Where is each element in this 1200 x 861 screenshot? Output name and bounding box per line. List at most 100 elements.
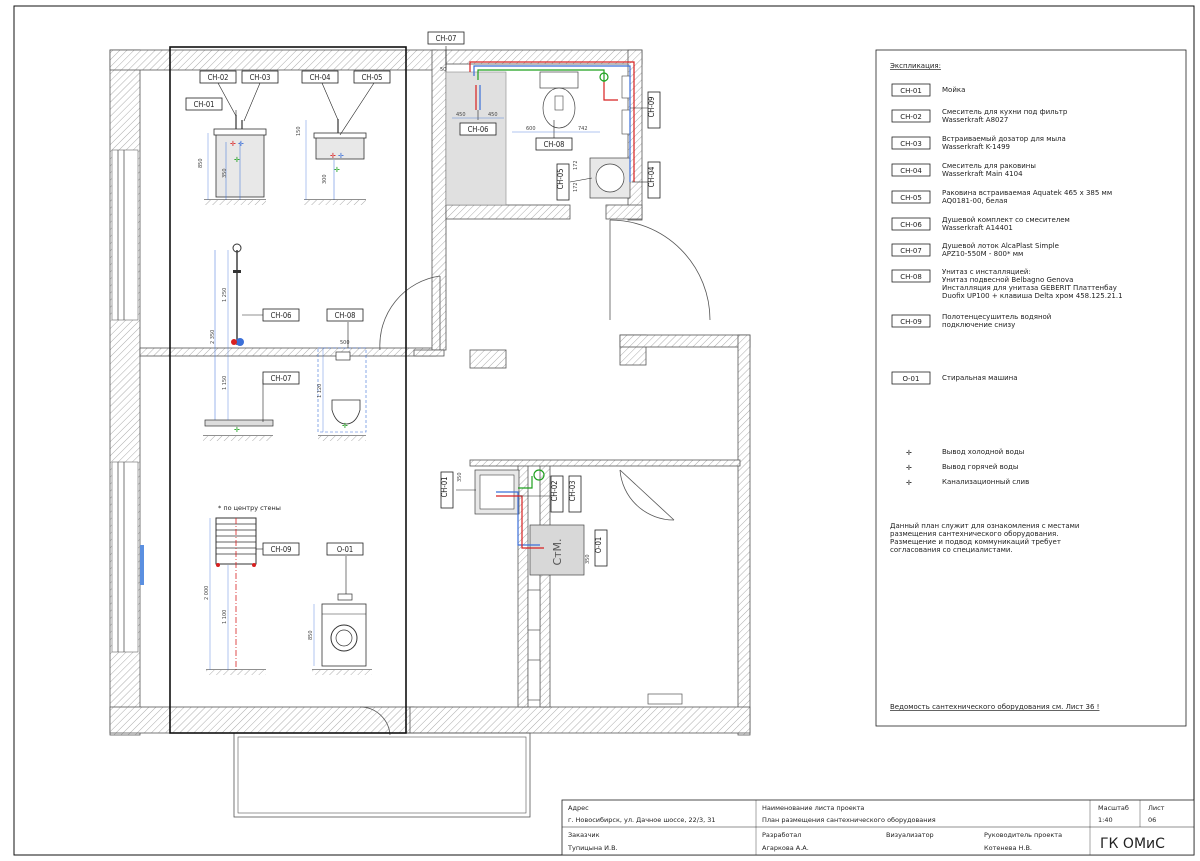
svg-text:СН-01: СН-01	[440, 477, 449, 498]
tag-ch08-plan: СН-08	[535, 137, 573, 151]
legend-code: СН-03	[900, 140, 922, 148]
dimension-labels: 850 350 150 300 1 250 2 350 1 150 1 120 …	[198, 67, 591, 640]
legend-code-box	[891, 269, 931, 283]
legend-symbols: ✛Вывод холодной воды✛Вывод горячей воды✛…	[906, 448, 1029, 487]
tag-ch03-plan: СН-03	[568, 475, 582, 513]
svg-text:О-01: О-01	[594, 537, 603, 553]
svg-text:450: 450	[456, 112, 466, 118]
svg-text:СН-08: СН-08	[335, 311, 356, 320]
tag-ch06-plan: СН-06	[459, 122, 497, 136]
svg-text:850: 850	[308, 630, 314, 640]
wm-label: СтМ.	[551, 538, 564, 565]
legend-note-line: согласования со специалистами.	[890, 546, 1013, 554]
svg-text:СН-07: СН-07	[436, 34, 457, 43]
tag-ch04-elev: СН-04	[301, 70, 339, 84]
legend-code: СН-02	[900, 113, 922, 121]
tag-ch07-plan: СН-07	[427, 31, 465, 45]
tag-ch06-elev: СН-06	[262, 308, 300, 322]
svg-text:✛: ✛	[230, 140, 236, 148]
tag-ch01-plan: СН-01	[440, 471, 454, 509]
legend-code-box	[891, 83, 931, 97]
customer-label: Заказчик	[568, 831, 600, 839]
address-value: г. Новосибирск, ул. Дачное шоссе, 22/3, …	[568, 816, 716, 824]
legend-note: Данный план служит для ознакомления с ме…	[890, 522, 1079, 554]
developer-label: Разработал	[762, 831, 801, 839]
elevation-toilet: ✛	[317, 347, 367, 441]
legend-description: подключение снизу	[942, 321, 1015, 329]
svg-text:172: 172	[573, 182, 579, 192]
legend-code: СН-09	[900, 318, 922, 326]
tag-ch03-elev: СН-03	[241, 70, 279, 84]
legend-description: Стиральная машина	[942, 374, 1018, 382]
legend-code: СН-07	[900, 247, 922, 255]
legend-symbol: ✛ Канализационный слив	[906, 478, 1029, 487]
svg-text:1 150: 1 150	[222, 376, 228, 390]
svg-text:СН-09: СН-09	[271, 545, 292, 554]
legend-description: Wasserkraft K-1499	[942, 143, 1010, 151]
customer-value: Тупицына И.В.	[567, 844, 618, 852]
tag-ch05-plan: СН-05	[556, 163, 570, 201]
title-block: Адрес г. Новосибирск, ул. Дачное шоссе, …	[561, 799, 1195, 856]
svg-text:СН-03: СН-03	[568, 481, 577, 502]
legend-description: Wasserkraft Main 4104	[942, 170, 1023, 178]
svg-text:СН-02: СН-02	[208, 73, 229, 82]
legend-code-box	[891, 371, 931, 385]
legend-code-box	[891, 163, 931, 177]
tag-o01-plan: О-01	[594, 529, 608, 567]
svg-text:СН-06: СН-06	[271, 311, 292, 320]
svg-text:350: 350	[457, 472, 463, 482]
legend-description: Инсталляция для унитаза GEBERIT Платтенб…	[942, 284, 1117, 292]
legend-code: СН-04	[900, 167, 922, 175]
svg-text:350: 350	[222, 168, 228, 178]
visualizer-label: Визуализатор	[886, 831, 934, 839]
legend-frame	[875, 49, 1187, 727]
legend-code: СН-01	[900, 87, 922, 95]
legend-code: СН-06	[900, 221, 922, 229]
svg-text:✛: ✛	[330, 152, 336, 160]
elevations-panel	[169, 46, 407, 734]
svg-text:СН-04: СН-04	[647, 167, 656, 188]
legend-symbol: ✛Вывод горячей воды	[906, 463, 1018, 472]
svg-text:150: 150	[296, 126, 302, 136]
legend-note-line: размещения сантехнического оборудования.	[890, 530, 1058, 538]
legend-header: Экспликация:	[890, 62, 941, 70]
legend-symbol-label: Канализационный слив	[942, 478, 1029, 486]
svg-text:2 000: 2 000	[204, 586, 210, 600]
svg-text:СН-06: СН-06	[468, 125, 489, 134]
tag-ch02-plan: СН-02	[550, 475, 564, 513]
svg-text:600: 600	[526, 126, 536, 132]
connection-marker-icon: ✛	[906, 479, 912, 487]
elevation-washing-machine	[312, 593, 372, 675]
legend-code-box	[891, 136, 931, 150]
svg-text:СН-02: СН-02	[550, 481, 559, 502]
scale-value: 1:40	[1098, 816, 1113, 824]
manager-value: Котенева Н.В.	[984, 844, 1032, 852]
tag-ch08-elev: СН-08	[326, 308, 364, 322]
svg-text:О-01: О-01	[337, 545, 353, 554]
legend-description: Смеситель для кухни под фильтр	[942, 108, 1068, 116]
svg-text:350: 350	[585, 554, 591, 564]
legend-item: СН-02 Смеситель для кухни под фильтрWasse…	[891, 108, 1068, 124]
company-name: ГК ОМиС	[1100, 836, 1165, 852]
washing-machine-plan	[529, 524, 585, 576]
connection-marker-icon: ✛	[906, 449, 912, 457]
legend-description: Раковина встраиваемая Aquatek 465 x 385 …	[942, 189, 1112, 197]
center-note: * по центру стены	[218, 504, 281, 512]
floor-plan: СтМ.	[109, 49, 751, 818]
svg-text:300: 300	[322, 174, 328, 184]
svg-text:✛: ✛	[238, 140, 244, 148]
legend-description: Wasserkraft A8027	[942, 116, 1008, 124]
sheet-name-value: План размещения сантехнического оборудов…	[762, 816, 936, 824]
sheet-label: Лист	[1148, 804, 1165, 812]
svg-text:СН-05: СН-05	[362, 73, 383, 82]
svg-text:СН-04: СН-04	[310, 73, 331, 82]
tag-ch05-elev: СН-05	[353, 70, 391, 84]
sheet-value: 06	[1148, 816, 1156, 824]
scale-label: Масштаб	[1098, 804, 1129, 812]
svg-text:✛: ✛	[338, 152, 344, 160]
legend-description: Унитаз подвесной Belbagno Genova	[942, 276, 1073, 284]
legend-note-line: Данный план служит для ознакомления с ме…	[890, 522, 1079, 530]
